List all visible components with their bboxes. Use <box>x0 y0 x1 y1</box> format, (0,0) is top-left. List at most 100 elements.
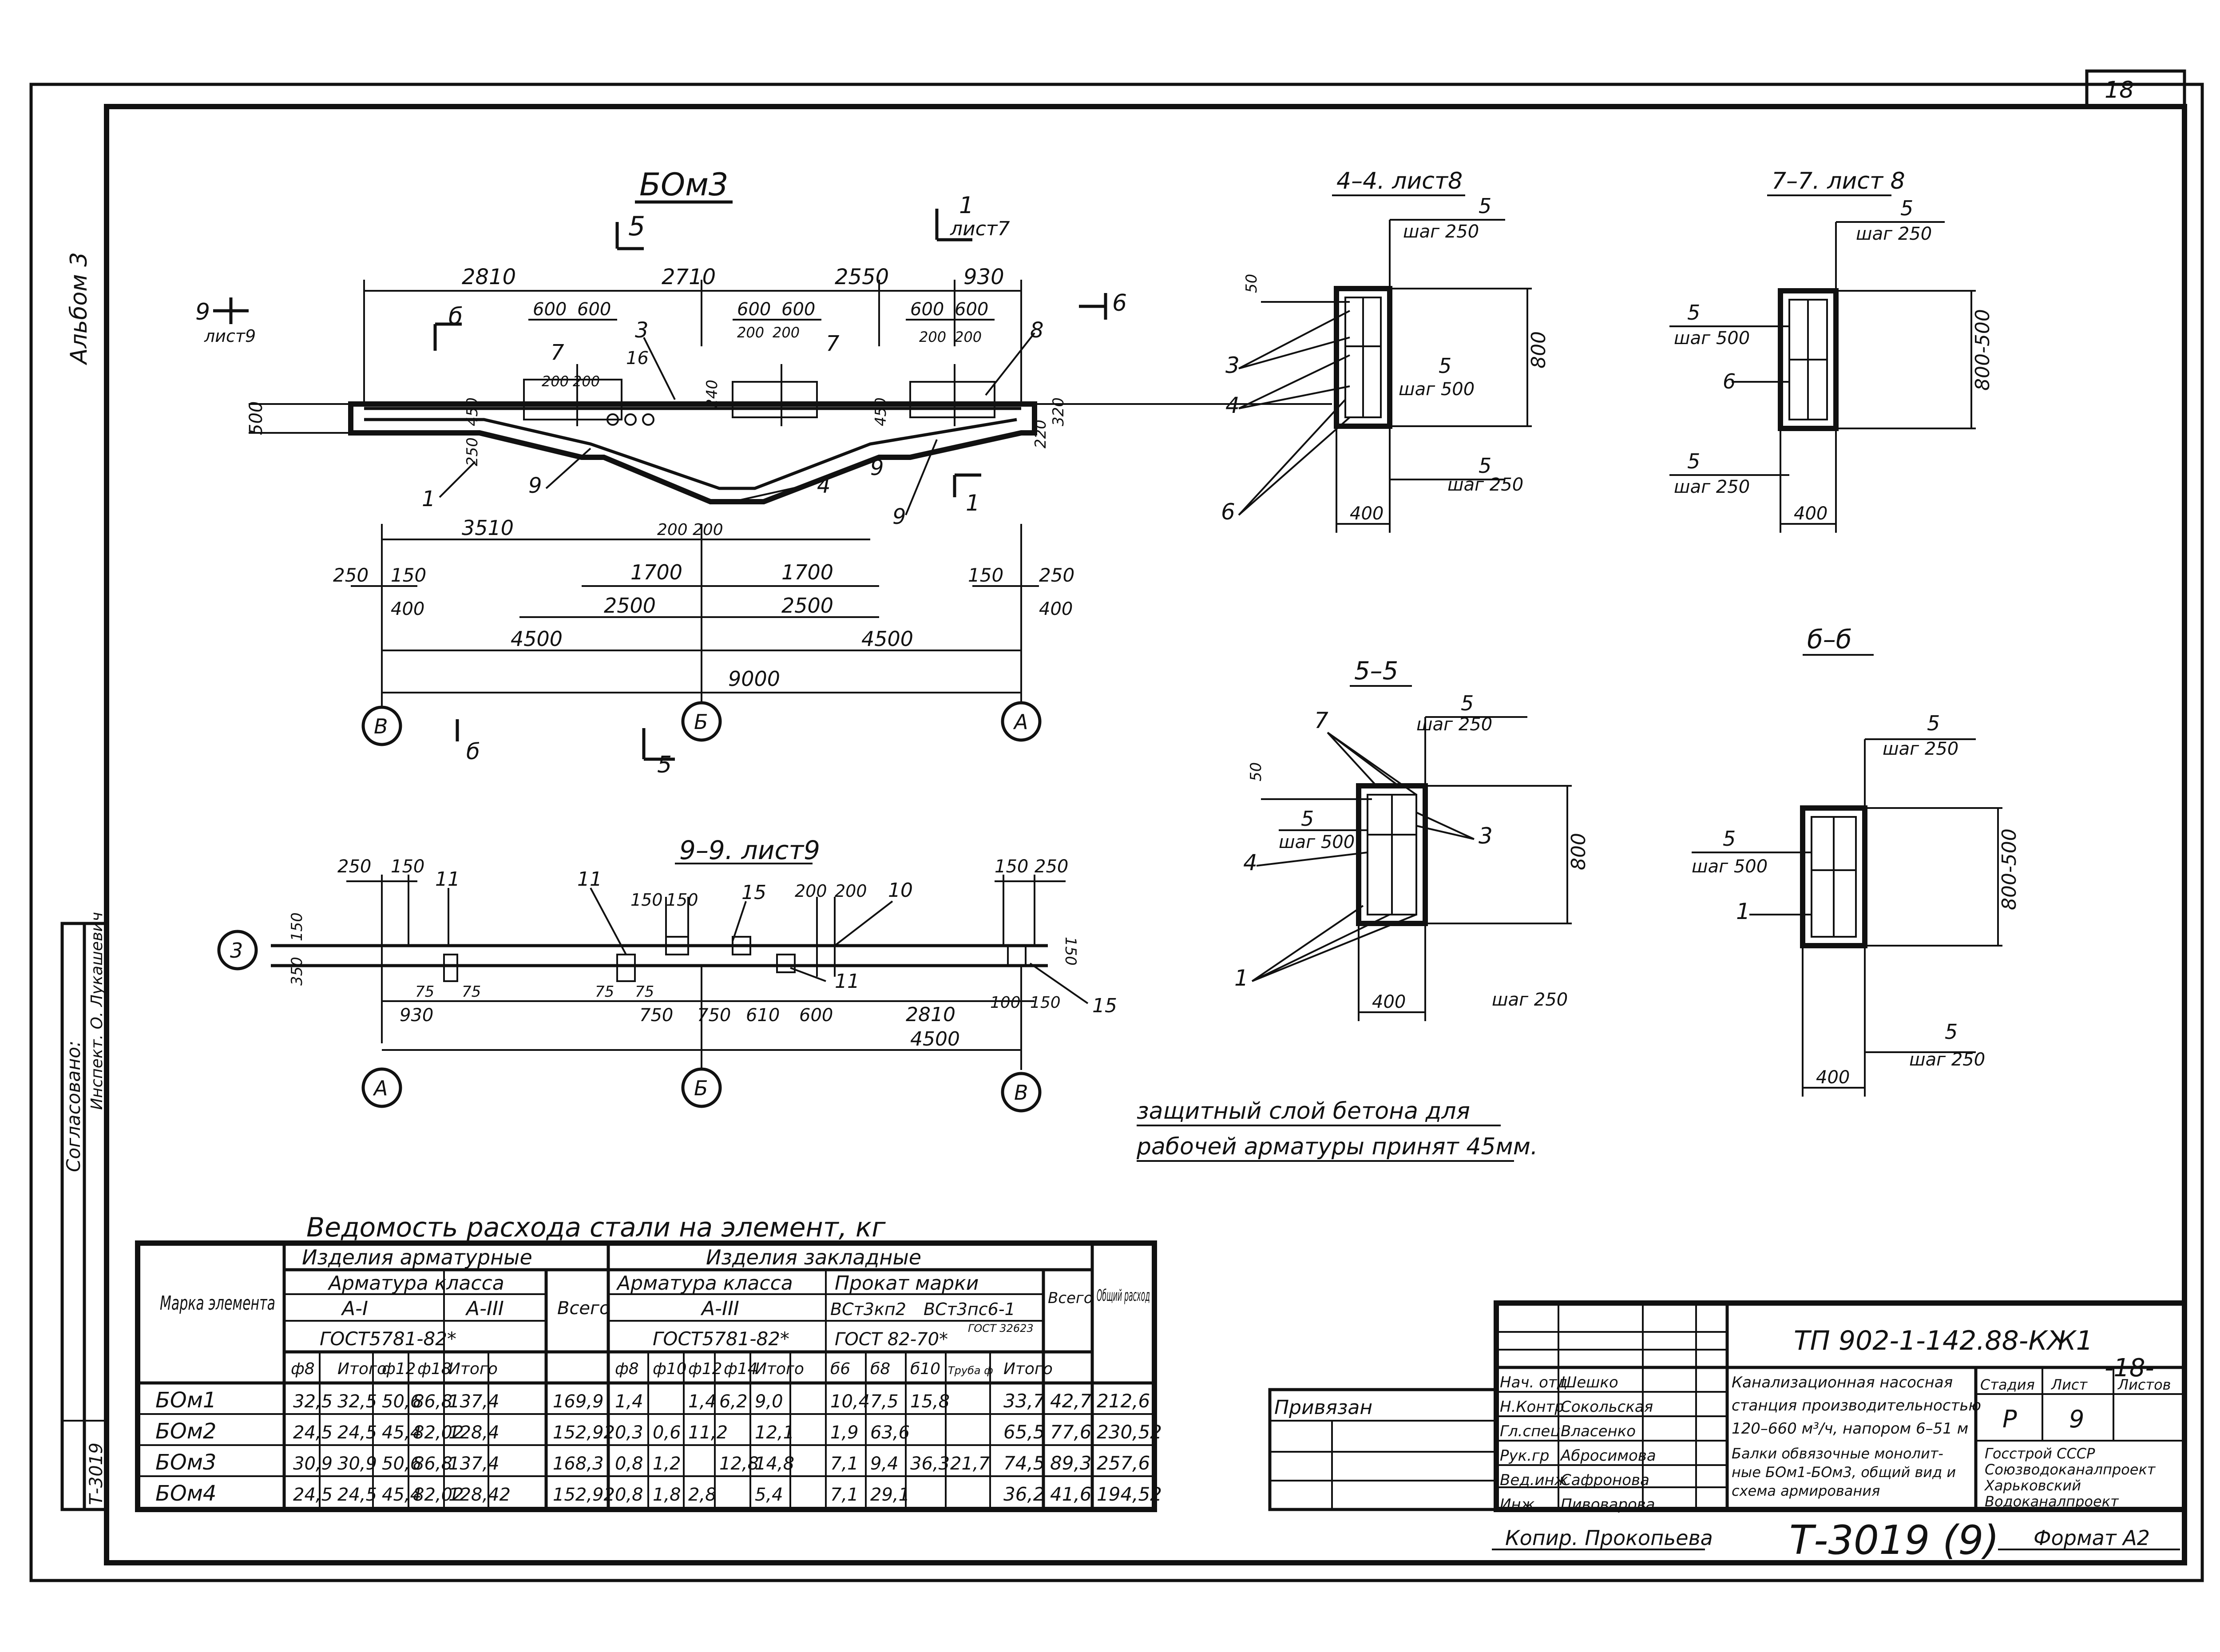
table-cell: 6,2 <box>719 1391 748 1412</box>
table-cell: 152,92 <box>553 1422 615 1443</box>
svg-text:1700: 1700 <box>781 560 833 584</box>
svg-text:Лист: Лист <box>2051 1376 2088 1393</box>
svg-text:шаг 250: шаг 250 <box>1403 222 1479 242</box>
svg-text:200: 200 <box>919 329 946 345</box>
svg-text:200: 200 <box>835 881 867 901</box>
table-cell: 1,2 <box>653 1454 681 1474</box>
svg-text:250: 250 <box>464 437 481 466</box>
table-cell: 257,6 <box>1097 1452 1150 1474</box>
svg-text:б: б <box>466 739 480 765</box>
project-description: Канализационная насосная <box>1732 1374 1953 1391</box>
svg-text:шаг 250: шаг 250 <box>1447 475 1523 495</box>
svg-text:610: 610 <box>746 1005 780 1026</box>
svg-text:9: 9 <box>2069 1405 2084 1433</box>
svg-text:450: 450 <box>464 397 481 426</box>
svg-text:2500: 2500 <box>781 594 833 618</box>
table-cell: 137,4 <box>448 1454 500 1474</box>
table-column-header: Итого <box>337 1360 387 1378</box>
svg-text:150: 150 <box>666 890 698 910</box>
section-7-7: 7–7. лист 8 5 шаг 250 5 шаг 500 6 800-50… <box>1669 168 1994 533</box>
table-cell: 41,6 <box>1050 1483 1092 1505</box>
section-4-4: 4–4. лист8 5 шаг 250 50 5 шаг 500 800 5 … <box>1221 168 1550 533</box>
svg-text:Копир. Прокопьева: Копир. Прокопьева <box>1505 1526 1713 1550</box>
table-cell: 36,2 <box>1003 1483 1045 1505</box>
table-cell: 2,8 <box>688 1485 717 1505</box>
svg-text:800: 800 <box>1567 833 1590 870</box>
svg-text:400: 400 <box>391 599 424 619</box>
svg-text:16: 16 <box>626 348 649 368</box>
svg-text:600: 600 <box>781 299 815 320</box>
table-cell: 1,4 <box>688 1391 717 1412</box>
table-cell: 1,4 <box>615 1391 643 1412</box>
svg-text:Т-3019 (9): Т-3019 (9) <box>1789 1517 1999 1564</box>
table-cell: 7,1 <box>830 1454 859 1474</box>
table-column-header: ф12 <box>688 1360 722 1378</box>
svg-text:6: 6 <box>1221 499 1235 525</box>
sheet-number: 18 <box>2105 77 2134 103</box>
svg-text:2500: 2500 <box>604 594 656 618</box>
table-cell: 9,0 <box>755 1391 783 1412</box>
svg-text:400: 400 <box>1350 503 1384 524</box>
svg-text:Б: Б <box>694 710 708 734</box>
svg-text:ГОСТ 82-70*: ГОСТ 82-70* <box>835 1329 948 1350</box>
svg-text:9: 9 <box>528 473 542 498</box>
table-cell: 29,1 <box>870 1485 910 1505</box>
table-row-mark: БОм1 <box>155 1388 216 1413</box>
table-cell: 0,3 <box>615 1422 643 1443</box>
svg-text:шаг 500: шаг 500 <box>1674 328 1750 349</box>
svg-text:3: 3 <box>635 318 649 343</box>
svg-text:5: 5 <box>1687 449 1700 473</box>
svg-text:50: 50 <box>1243 274 1261 293</box>
signature-name: Пивоварова <box>1561 1496 1655 1513</box>
svg-text:400: 400 <box>1816 1067 1850 1088</box>
title-block: ТП 902-1-142.88-КЖ1 -18- Стадия Лист Лис… <box>1268 1300 2187 1513</box>
signature-name: Шешко <box>1561 1374 1618 1391</box>
table-cell: 7,5 <box>870 1391 899 1412</box>
svg-text:ГОСТ5781-82*: ГОСТ5781-82* <box>320 1328 456 1350</box>
svg-text:4500: 4500 <box>511 627 563 651</box>
svg-text:Прокат марки: Прокат марки <box>835 1272 979 1295</box>
svg-text:Формат А2: Формат А2 <box>2034 1526 2150 1550</box>
svg-text:5: 5 <box>1479 194 1491 218</box>
table-column-header: б6 <box>830 1360 850 1378</box>
table-cell: 33,7 <box>1003 1390 1045 1412</box>
svg-text:Б: Б <box>694 1076 708 1100</box>
svg-text:ГОСТ5781-82*: ГОСТ5781-82* <box>653 1328 789 1350</box>
table-cell: 36,3 <box>910 1454 950 1474</box>
svg-text:шаг 250: шаг 250 <box>1883 739 1958 759</box>
main-beam-view: БОм3 5 1 лист7 9 лист9 б 6 2810 2710 255… <box>195 166 1332 778</box>
table-cell: 128,4 <box>448 1422 500 1443</box>
svg-text:150: 150 <box>995 856 1028 877</box>
svg-text:75: 75 <box>462 983 481 1001</box>
svg-text:150: 150 <box>630 890 663 910</box>
svg-text:Стадия: Стадия <box>1980 1376 2035 1393</box>
svg-text:11: 11 <box>435 868 460 891</box>
svg-text:-18-: -18- <box>2105 1354 2154 1383</box>
svg-text:250: 250 <box>1035 856 1068 877</box>
svg-text:400: 400 <box>1794 503 1828 524</box>
svg-text:1: 1 <box>1736 899 1750 924</box>
svg-text:200: 200 <box>693 521 723 539</box>
svg-text:600: 600 <box>955 299 988 320</box>
table-cell: 24,5 <box>337 1485 377 1505</box>
table-cell: 168,3 <box>553 1454 604 1474</box>
svg-text:шаг 250: шаг 250 <box>1416 714 1492 735</box>
concrete-cover-note: защитный слой бетона для рабочей арматур… <box>1136 1098 1538 1162</box>
table-column-header: ф14 <box>724 1360 758 1378</box>
svg-text:7: 7 <box>551 340 564 365</box>
sheet-description: ные БОм1-БОм3, общий вид и <box>1732 1464 1956 1481</box>
svg-text:7: 7 <box>1314 708 1328 733</box>
svg-text:5: 5 <box>1900 196 1913 220</box>
svg-text:600: 600 <box>799 1005 833 1026</box>
svg-text:400: 400 <box>1039 599 1073 619</box>
table-cell: 30,9 <box>337 1454 377 1474</box>
table-cell: 45,4 <box>382 1485 421 1505</box>
svg-text:3: 3 <box>230 939 243 963</box>
drawing-code: ТП 902-1-142.88-КЖ1 <box>1794 1325 2093 1356</box>
table-cell: 24,5 <box>337 1422 377 1443</box>
svg-text:ВСт3кп2: ВСт3кп2 <box>830 1299 906 1319</box>
table-cell: 0,8 <box>615 1485 643 1505</box>
svg-text:шаг 500: шаг 500 <box>1279 832 1355 852</box>
svg-text:750: 750 <box>639 1005 673 1026</box>
plan-view-9-9: 9–9. лист9 250 150 150 150 200 200 150 2… <box>217 835 1117 1113</box>
